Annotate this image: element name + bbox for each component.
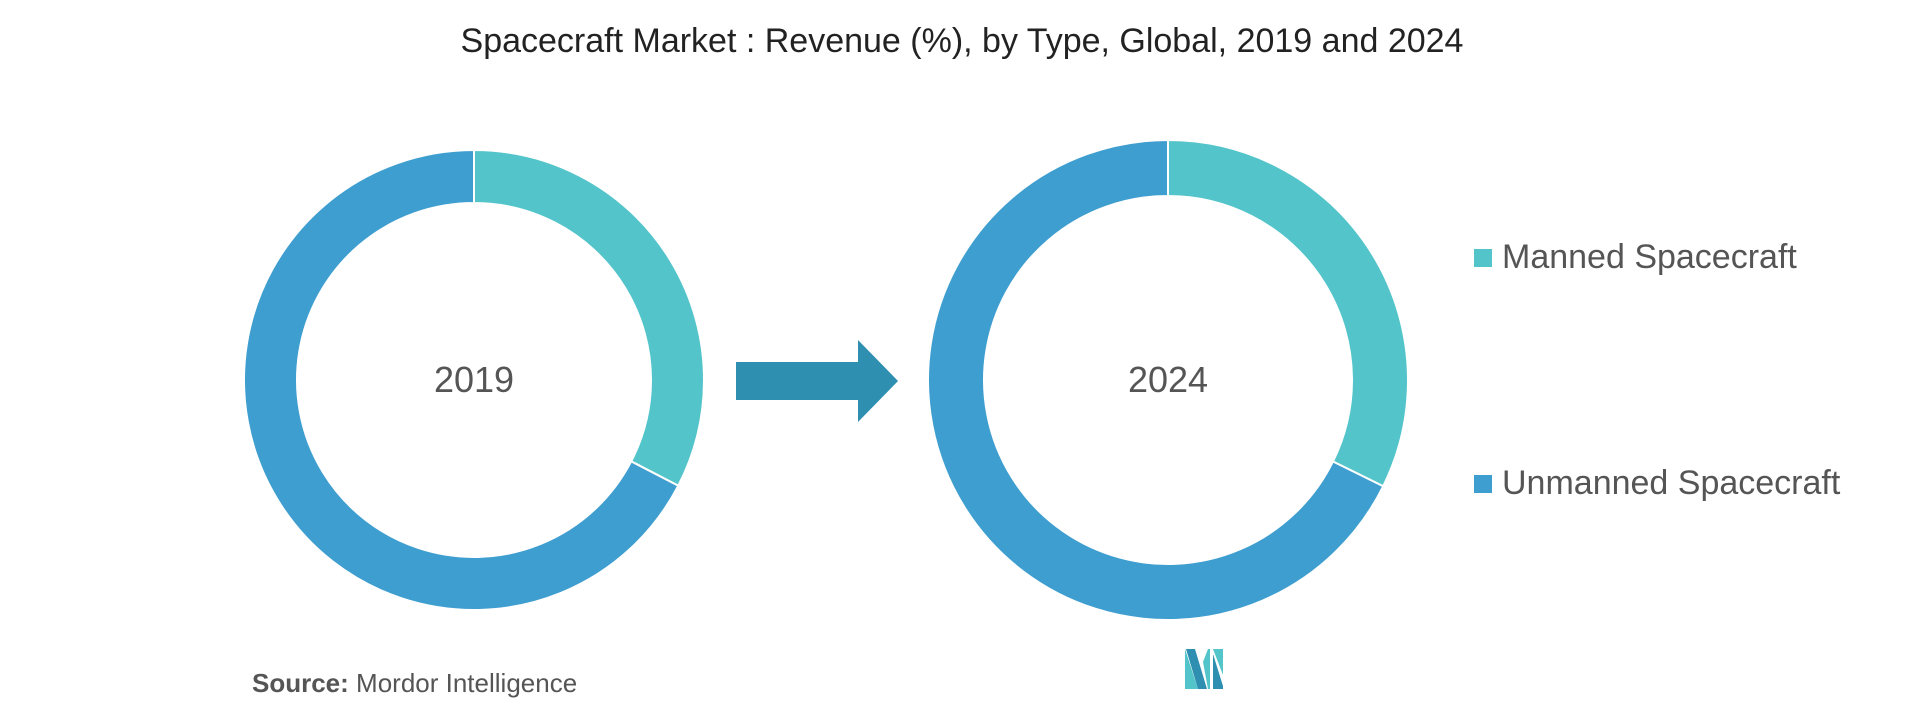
donut-slice-2019-0 (473, 148, 705, 488)
legend-swatch (1474, 248, 1492, 267)
donut-slice-2024-0 (1167, 138, 1409, 488)
source-label: Source: (252, 668, 349, 698)
legend-label: Manned Spacecraft (1502, 238, 1797, 276)
legend-item-unmanned: Unmanned Spacecraft (1474, 464, 1840, 503)
mordor-logo (1185, 649, 1223, 689)
legend-swatch (1474, 474, 1492, 493)
donut-center-label: 2019 (434, 359, 514, 400)
donut-slice-2019-1 (243, 148, 680, 611)
source-text: Mordor Intelligence (356, 668, 578, 698)
arrow-icon (736, 340, 898, 422)
legend-item-manned: Manned Spacecraft (1474, 238, 1797, 277)
source-note: Source: Mordor Intelligence (252, 668, 577, 699)
chart-title: Spacecraft Market : Revenue (%), by Type… (460, 22, 1464, 60)
legend-label: Unmanned Spacecraft (1502, 464, 1841, 502)
donut-slice-2024-1 (927, 138, 1385, 621)
donut-center-label: 2024 (1128, 359, 1208, 400)
